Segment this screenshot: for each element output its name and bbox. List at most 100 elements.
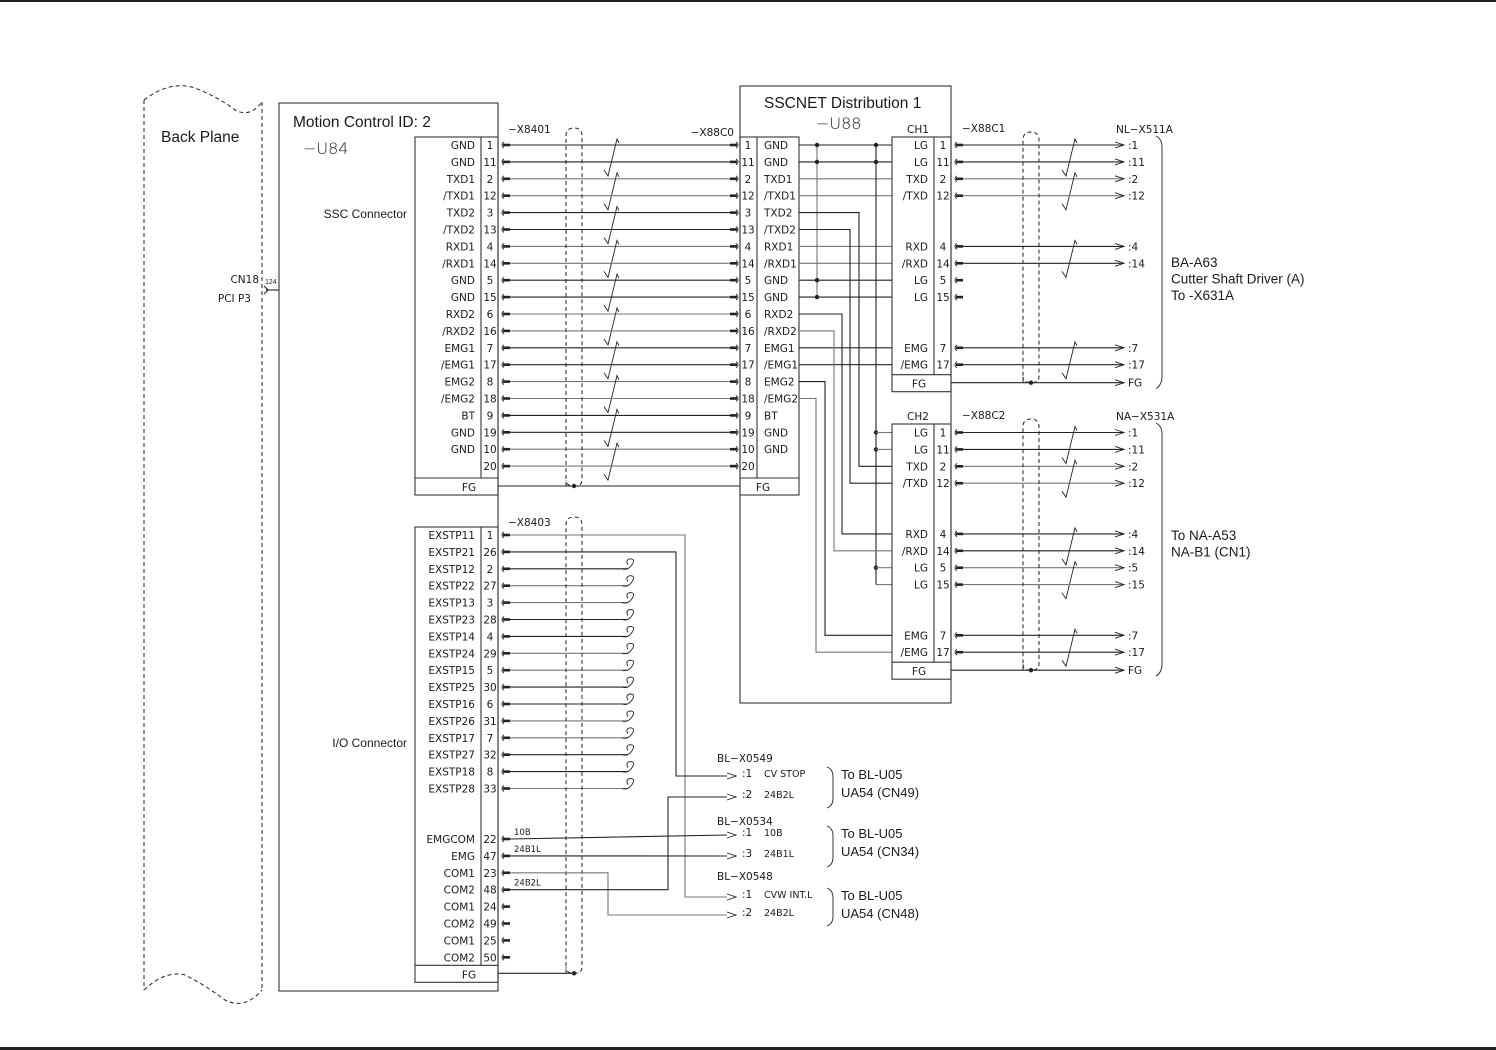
io-pin-signal: COM1 <box>444 935 475 947</box>
unused-wire-end-icon <box>621 744 635 756</box>
arrow-icon <box>726 893 738 901</box>
io-pin-number: 22 <box>483 834 496 846</box>
channel-pin-signal: LG <box>914 428 928 440</box>
pin-plug-icon <box>730 428 739 436</box>
junction-dot <box>873 142 879 148</box>
io-pin-signal: EXSTP12 <box>428 564 475 576</box>
channel-pin-signal: TXD <box>905 174 928 186</box>
pin-plug-icon <box>954 446 963 453</box>
motion-control-unit: Motion Control ID: 2 −U84 SSC Connector … <box>278 102 499 992</box>
target-terminal: :5 <box>1128 563 1138 575</box>
pin-plug-icon <box>954 158 963 166</box>
twisted-pair-icon <box>603 239 620 279</box>
ssc-pin-number: 13 <box>483 225 496 237</box>
pin-plug-icon <box>730 209 739 216</box>
sscnet-pin-number: 1 <box>745 140 752 152</box>
channel-name: CH1 <box>907 124 929 136</box>
sscnet-internal-wiring <box>799 142 892 653</box>
io-pin-number: 30 <box>483 682 496 694</box>
pin-plug-icon <box>501 953 510 961</box>
ssc-fg-label: FG <box>462 482 476 494</box>
fg-terminal: FG <box>1128 665 1142 677</box>
pin-plug-icon <box>501 717 510 725</box>
destination-label: To BL-U05 <box>841 826 902 841</box>
sscnet-pin-signal: /TXD2 <box>764 225 796 237</box>
pin-plug-icon <box>501 428 510 436</box>
pin-plug-icon <box>730 141 739 149</box>
target-terminal: :12 <box>1128 478 1145 490</box>
arrow-icon <box>1114 141 1126 149</box>
channel-pin-signal: TXD <box>905 461 928 473</box>
io-pin-signal: EMGCOM <box>427 834 476 846</box>
pin-plug-icon <box>730 395 739 402</box>
ssc-pin-number: 3 <box>487 208 494 220</box>
ssc-pin-signal: /TXD2 <box>443 225 475 237</box>
pin-plug-icon <box>501 565 510 573</box>
channel-pin-number: 12 <box>936 478 949 490</box>
sscnet-pin-signal: EMG2 <box>764 377 795 389</box>
io-pin-signal: EXSTP21 <box>428 547 475 559</box>
arrow-icon <box>1114 631 1126 639</box>
io-pin-number: 25 <box>483 935 496 947</box>
terminal-number: :3 <box>742 848 752 860</box>
terminal-signal: 24B1L <box>764 849 795 860</box>
wire-count: 124 <box>265 279 277 286</box>
unused-wire-end-icon <box>621 659 635 672</box>
pin-plug-icon <box>501 192 510 200</box>
pin-plug-icon <box>501 344 510 352</box>
sscnet-fg-label: FG <box>756 482 770 494</box>
sscnet-pin-signal: GND <box>764 444 788 456</box>
arrow-icon <box>1114 666 1126 674</box>
terminal-number: :1 <box>742 827 752 839</box>
channel-fg-label: FG <box>912 379 926 391</box>
pin-plug-icon <box>501 531 510 539</box>
io-pin-signal: EXSTP16 <box>428 699 475 711</box>
io-route-wire <box>510 534 727 898</box>
pin-plug-icon <box>730 378 739 385</box>
twisted-pair-icon <box>603 441 620 482</box>
channel-pin-number: 15 <box>936 580 949 592</box>
bottom-border <box>0 1047 1496 1050</box>
ssc-pin-number: 4 <box>487 241 494 253</box>
fg-terminal: FG <box>1128 378 1142 390</box>
bracket <box>826 887 834 927</box>
io-pin-signal: EXSTP28 <box>428 784 475 796</box>
pin-plug-icon <box>501 243 510 250</box>
pin-plug-icon <box>954 141 963 149</box>
channel-pin-number: 11 <box>936 157 949 169</box>
ssc-pin-signal: GND <box>451 157 475 169</box>
io-pin-number: 3 <box>487 598 494 610</box>
io-pin-number: 28 <box>483 615 496 627</box>
channel-cable-label: −X88C1 <box>962 123 1005 135</box>
target-terminal: :7 <box>1128 343 1138 355</box>
pin-plug-icon <box>954 293 963 301</box>
junction-dot <box>814 142 820 148</box>
io-pin-signal: EXSTP23 <box>428 615 475 627</box>
io-pin-number: 24 <box>483 902 497 914</box>
motion-control-ref: −U84 <box>303 139 348 158</box>
terminal-number: :2 <box>742 789 752 801</box>
arrow-icon <box>1114 175 1126 183</box>
internal-wire-ch2 <box>799 397 892 653</box>
ssc-pin-signal: GND <box>451 444 475 456</box>
sscnet-pin-signal: /RXD2 <box>764 326 797 338</box>
sscnet-pin-number: 3 <box>745 208 752 220</box>
ssc-pin-number: 5 <box>487 275 494 287</box>
sscnet-pin-number: 17 <box>741 360 754 372</box>
pin-plug-icon <box>501 395 510 402</box>
sscnet-pin-signal: /RXD1 <box>764 258 797 270</box>
arrow-icon <box>1114 581 1126 589</box>
pin-plug-icon <box>501 768 510 775</box>
arrow-icon <box>1114 259 1126 267</box>
sscnet-pin-signal: /TXD1 <box>764 191 796 203</box>
pin-plug-icon <box>730 445 739 453</box>
target-terminal: :2 <box>1128 461 1138 473</box>
internal-wire-ch2 <box>799 228 892 484</box>
twisted-pair-icon <box>603 272 620 313</box>
terminal-signal: CV STOP <box>764 769 805 780</box>
unused-wire-end-icon <box>621 693 635 705</box>
channel-block <box>891 136 952 393</box>
channel-pin-number: 14 <box>936 546 950 558</box>
destination-label: NA-B1 (CN1) <box>1171 545 1251 560</box>
ssc-pin-signal: /RXD2 <box>442 326 475 338</box>
